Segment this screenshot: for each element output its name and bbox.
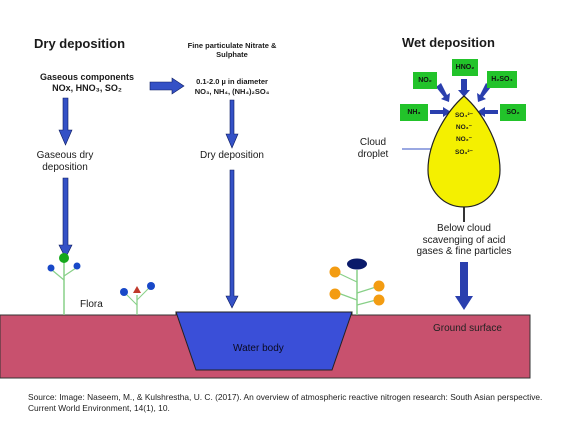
- dry-deposition-label: Dry deposition: [200, 150, 264, 161]
- droplet-species-so4: SO₄²⁻: [454, 112, 474, 119]
- fine-particulate-species: NO₃, NH₄, (NH₄)₂SO₄: [194, 87, 270, 96]
- ground-surface-label: Ground surface: [433, 323, 502, 334]
- gas-box-no2: NO₂: [413, 72, 437, 89]
- dry-deposition-arrows: [58, 77, 239, 309]
- gaseous-species: NOx, HNO₃, SO₂: [52, 83, 122, 93]
- wet-deposition-title: Wet deposition: [402, 35, 495, 50]
- water-body-label: Water body: [233, 343, 284, 354]
- droplet-species-so3: SO₃²⁻: [455, 149, 473, 156]
- cloud-droplet-shape: [427, 95, 501, 208]
- droplet-species-no2: NO₂⁻: [455, 136, 473, 143]
- cloud-droplet-label: Cloud droplet: [357, 137, 389, 160]
- flora-plant-right: [329, 258, 385, 315]
- water-body: [175, 311, 353, 371]
- flora-plant-small: [120, 282, 155, 315]
- gas-box-h2so4: H₂SO₄: [487, 71, 517, 88]
- dry-deposition-title: Dry deposition: [34, 36, 126, 51]
- wet-arrows: [430, 79, 498, 310]
- fine-particulate-title: Fine particulate Nitrate & Sulphate: [187, 41, 277, 59]
- droplet-species-no3: NO₃⁻: [455, 124, 473, 131]
- gas-box-nh3: NH₃: [400, 104, 428, 121]
- below-cloud-scavenging-label: Below cloud scavenging of acid gases & f…: [416, 223, 512, 257]
- gaseous-dry-deposition-label: Gaseous dry deposition: [36, 150, 94, 173]
- gas-box-so2: SO₂: [500, 104, 526, 121]
- flora-label: Flora: [80, 299, 103, 310]
- flora-plant-left: [47, 253, 81, 315]
- gaseous-components-label: Gaseous components: [39, 72, 135, 82]
- fine-particulate-size: 0.1-2.0 µ in diameter: [196, 77, 268, 86]
- source-citation: Source: Image: Naseem, M., & Kulshrestha…: [28, 392, 543, 414]
- gas-box-hno2: HNO₂: [452, 59, 478, 76]
